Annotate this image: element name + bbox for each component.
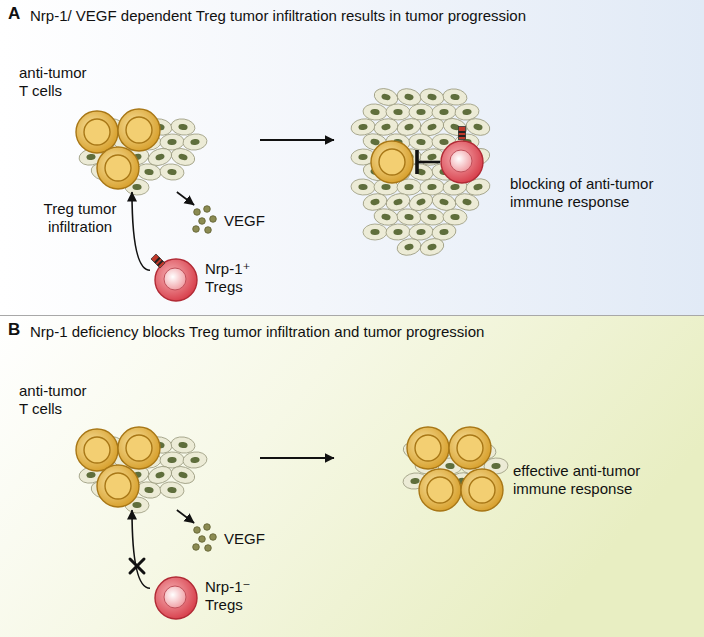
panel-letter: B <box>8 321 28 339</box>
tumor-cell <box>409 104 433 120</box>
t-cell <box>407 427 449 469</box>
cell-label: VEGF <box>224 530 270 548</box>
t-cell <box>118 109 160 151</box>
vegf-group: VEGF <box>190 205 272 237</box>
tumor-cell <box>408 133 434 151</box>
panel-divider <box>0 315 704 316</box>
tumor-cell <box>159 163 185 181</box>
t-cell <box>118 427 160 469</box>
tumor-cell <box>396 237 423 258</box>
arrow-connector <box>260 457 334 459</box>
vegf-dots <box>193 524 217 552</box>
panel-letter: A <box>8 5 28 23</box>
arrow-connector <box>132 192 150 270</box>
t-cell <box>419 469 461 511</box>
tumor-cell <box>159 481 185 499</box>
cell-label: anti-tumor T cells <box>19 64 97 100</box>
outcome-cluster: effective anti-tumor immune response <box>338 388 695 588</box>
vegf-dots <box>193 206 217 234</box>
tumor-cell <box>363 224 387 240</box>
tumor-cell <box>136 480 162 500</box>
tumor-cell <box>419 208 444 226</box>
tumor-cell <box>385 223 410 241</box>
vegf-group: VEGF <box>190 523 272 555</box>
arrow-connector <box>132 510 150 588</box>
arrow-connector <box>260 139 334 141</box>
t-cell <box>76 429 118 471</box>
t-cell <box>97 147 139 189</box>
tumor-cell <box>350 178 375 196</box>
panel: ANrp-1/ VEGF dependent Treg tumor infilt… <box>0 0 704 314</box>
panel-background <box>0 316 704 637</box>
cell-label: Nrp-1⁺ Tregs <box>205 260 267 296</box>
arrow-connector <box>177 510 194 523</box>
tumor-cell <box>362 103 387 121</box>
cell-label: Nrp-1⁻ Tregs <box>205 578 267 614</box>
panel-title: Nrp-1 deficiency blocks Treg tumor infil… <box>30 323 690 341</box>
treg-cell <box>441 141 483 183</box>
tumor-cell <box>182 451 208 470</box>
edge-label: Treg tumor infiltration <box>38 200 122 236</box>
inhibition-symbol <box>417 150 440 174</box>
nrp1-receptor <box>151 254 165 268</box>
cell-cluster: anti-tumor T cells <box>15 62 210 192</box>
t-cell <box>371 141 413 183</box>
panel: BNrp-1 deficiency blocks Treg tumor infi… <box>0 316 704 637</box>
tumor-cell <box>136 162 162 182</box>
tumor-cell <box>418 236 445 258</box>
t-cell <box>97 465 139 507</box>
outcome-cluster: blocking of anti-tumor immune response <box>338 70 695 270</box>
nrp1-receptor <box>459 127 466 140</box>
arrow-connector <box>177 192 194 205</box>
t-cell <box>461 469 503 511</box>
cell-label: anti-tumor T cells <box>19 382 97 418</box>
cell-label: effective anti-tumor immune response <box>513 462 693 498</box>
t-cell <box>76 111 118 153</box>
panel-title: Nrp-1/ VEGF dependent Treg tumor infiltr… <box>30 7 690 25</box>
treg-cell <box>155 577 197 619</box>
tumor-cell <box>386 104 411 121</box>
tumor-cell <box>182 133 208 152</box>
treg-cell-group: Nrp-1⁻ Tregs <box>150 568 270 626</box>
tumor-cells <box>350 86 492 258</box>
tumor-cell <box>443 209 468 226</box>
cell-cluster: anti-tumor T cells <box>15 380 210 510</box>
cell-label: blocking of anti-tumor immune response <box>510 175 692 211</box>
cell-label: VEGF <box>224 212 270 230</box>
panel-background <box>0 0 704 315</box>
t-cell <box>449 427 491 469</box>
treg-cell-group: Nrp-1⁺ Tregs <box>150 250 270 308</box>
